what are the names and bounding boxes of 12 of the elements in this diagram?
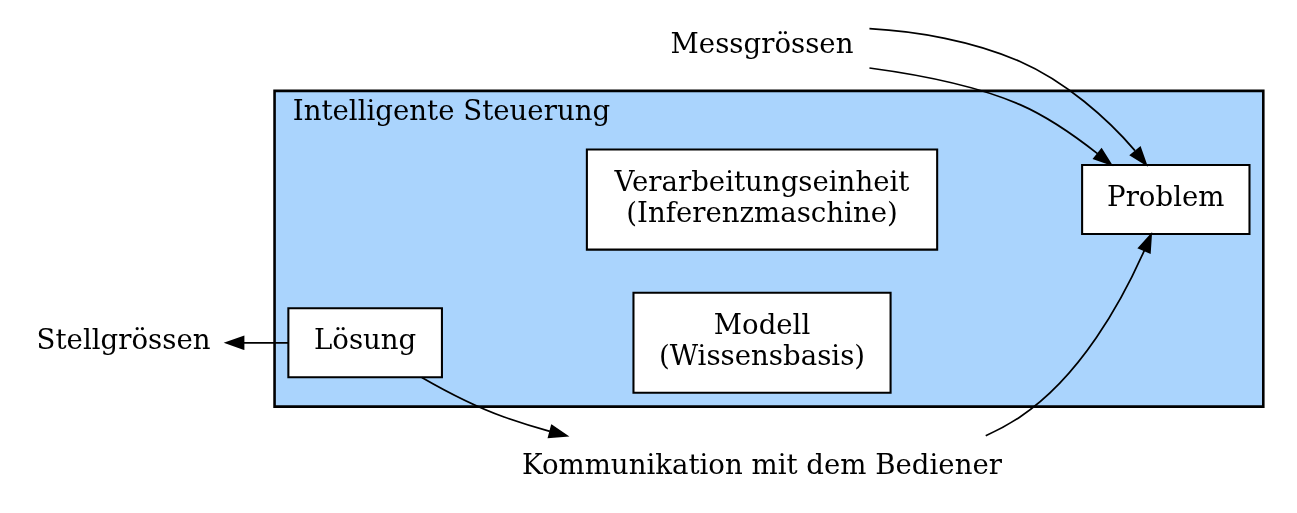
node-text: Messgrössen bbox=[670, 26, 853, 60]
node-box: Lösung bbox=[286, 307, 443, 379]
arrow bbox=[984, 232, 1152, 437]
arrow bbox=[868, 27, 1148, 167]
arrow bbox=[868, 67, 1113, 167]
node-box: Modell (Wissensbasis) bbox=[631, 291, 892, 394]
node-text: Kommunikation mit dem Bediener bbox=[521, 447, 1002, 481]
node-box: Problem bbox=[1080, 164, 1251, 236]
arrow bbox=[420, 376, 569, 439]
node-box: Verarbeitungseinheit (Inferenzmaschine) bbox=[585, 148, 938, 251]
arrow bbox=[223, 335, 289, 351]
node-text: Stellgrössen bbox=[36, 323, 211, 357]
